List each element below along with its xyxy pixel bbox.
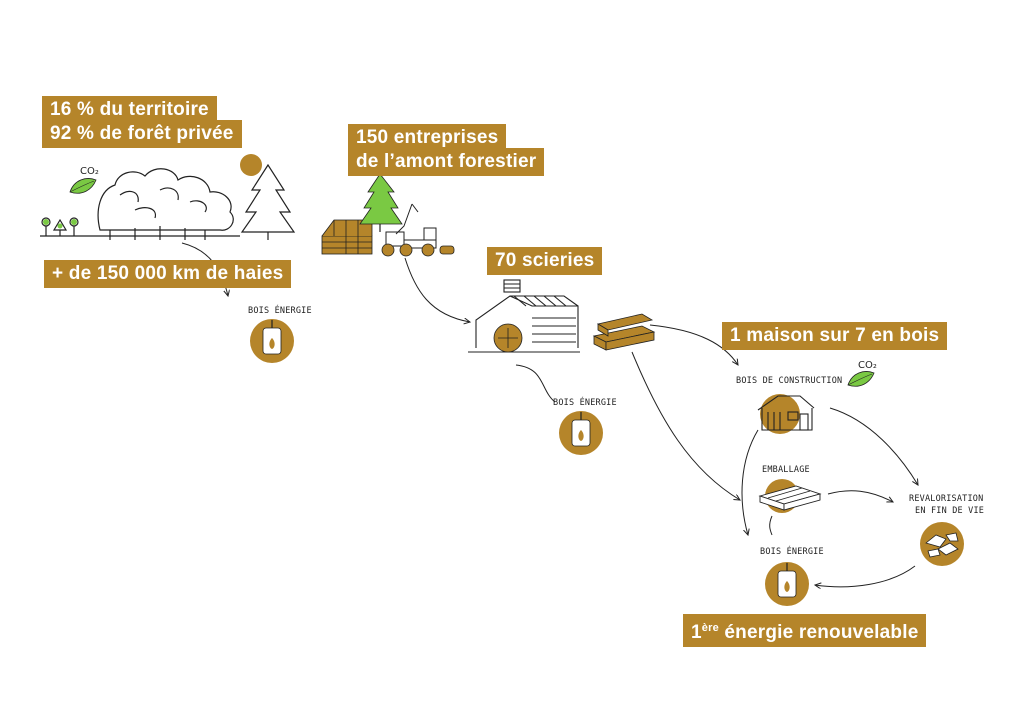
haies-label: + de 150 000 km de haies bbox=[44, 260, 292, 288]
arrow-lumber-to-emballage bbox=[631, 351, 740, 500]
tree-icon bbox=[359, 173, 403, 232]
log-pile-icon bbox=[321, 219, 373, 255]
arrow-construction-to-revalorisation bbox=[829, 407, 918, 485]
bois-construction-label: BOIS DE CONSTRUCTION bbox=[736, 376, 843, 386]
bois-energie-label-haies: BOIS ÉNERGIE bbox=[248, 306, 312, 316]
territoire-label-line1: 16 % du territoire bbox=[42, 96, 217, 124]
harvester-icon bbox=[381, 203, 455, 257]
emballage-label: EMBALLAGE bbox=[762, 465, 810, 475]
leaf-icon bbox=[847, 371, 875, 387]
entreprises-label-line2: de l’amont forestier bbox=[348, 148, 545, 176]
stove-icon bbox=[559, 411, 603, 455]
lumber-stack-icon bbox=[592, 313, 656, 351]
entreprises-label-line1: 150 entreprises bbox=[348, 124, 507, 152]
energie-rest: énergie renouvelable bbox=[718, 622, 919, 643]
stove-icon bbox=[765, 562, 809, 606]
bois-energie-label-scierie: BOIS ÉNERGIE bbox=[553, 398, 617, 408]
arrow-emballage-to-revalorisation bbox=[827, 490, 893, 502]
revalorisation-label-line2: EN FIN DE VIE bbox=[915, 506, 985, 516]
sun-icon bbox=[240, 154, 262, 176]
arrow-lumber-to-construction bbox=[649, 324, 738, 365]
stove-icon bbox=[250, 319, 294, 363]
cabin-icon bbox=[757, 394, 815, 434]
sawmill-icon bbox=[468, 279, 580, 353]
arrow-emballage-to-bois-energie bbox=[769, 515, 773, 536]
co2-label-construction: CO₂ bbox=[858, 360, 877, 371]
wood-chips-icon bbox=[920, 522, 964, 566]
territoire-label-line2: 92 % de forêt privée bbox=[42, 120, 242, 148]
revalorisation-label-line1: REVALORISATION bbox=[909, 494, 984, 504]
co2-label-forest: CO₂ bbox=[80, 166, 99, 177]
arrow-revalorisation-to-bois-energie bbox=[815, 565, 916, 587]
pallet-icon bbox=[758, 479, 822, 513]
energie-prefix: 1 bbox=[691, 622, 702, 643]
arrow-construction-to-bois-energie bbox=[741, 429, 759, 535]
energie-renouvelable-label: 1ère énergie renouvelable bbox=[683, 614, 927, 647]
bois-energie-label-final: BOIS ÉNERGIE bbox=[760, 547, 824, 557]
forest-icon bbox=[40, 163, 296, 240]
arrow-amont-to-scierie bbox=[404, 257, 470, 322]
leaf-icon bbox=[69, 178, 97, 194]
arrow-scierie-to-bois-energie bbox=[515, 364, 556, 403]
scieries-label: 70 scieries bbox=[487, 247, 603, 275]
energie-sup: ère bbox=[701, 622, 719, 634]
maison-label: 1 maison sur 7 en bois bbox=[722, 322, 948, 350]
